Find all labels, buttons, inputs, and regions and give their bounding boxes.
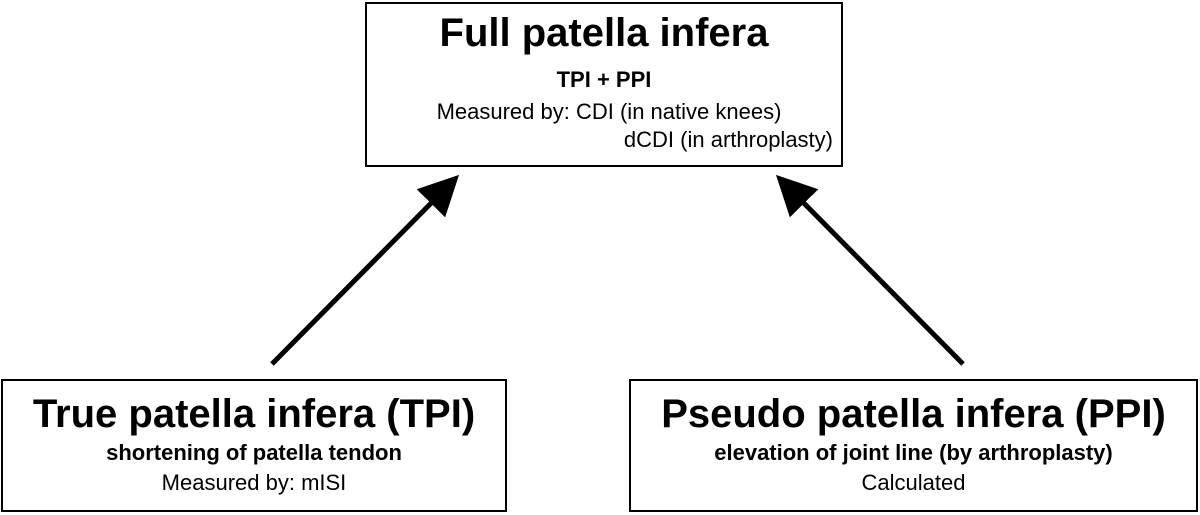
full-patella-infera-measure-line1: Measured by: CDI (in native knees) <box>436 99 782 124</box>
true-patella-infera-measure: Measured by: mISI <box>161 470 347 495</box>
full-patella-infera-title: Full patella infera <box>439 11 769 55</box>
full-patella-infera-subtitle: TPI + PPI <box>556 67 652 92</box>
pseudo-patella-infera-box: Pseudo patella infera (PPI) elevation of… <box>629 379 1198 512</box>
pseudo-patella-infera-subtitle: elevation of joint line (by arthroplasty… <box>714 440 1113 465</box>
arrow-ppi-to-full <box>775 174 965 366</box>
arrow-tpi-to-full <box>270 174 460 366</box>
pseudo-patella-infera-title: Pseudo patella infera (PPI) <box>661 392 1166 436</box>
true-patella-infera-subtitle: shortening of patella tendon <box>106 440 402 465</box>
full-patella-infera-measure-line2: dCDI (in arthroplasty) <box>623 127 833 152</box>
true-patella-infera-title: True patella infera (TPI) <box>32 392 476 436</box>
true-patella-infera-box: True patella infera (TPI) shortening of … <box>1 379 507 512</box>
full-patella-infera-box: Full patella infera TPI + PPI Measured b… <box>365 2 843 167</box>
pseudo-patella-infera-measure: Calculated <box>861 470 966 495</box>
